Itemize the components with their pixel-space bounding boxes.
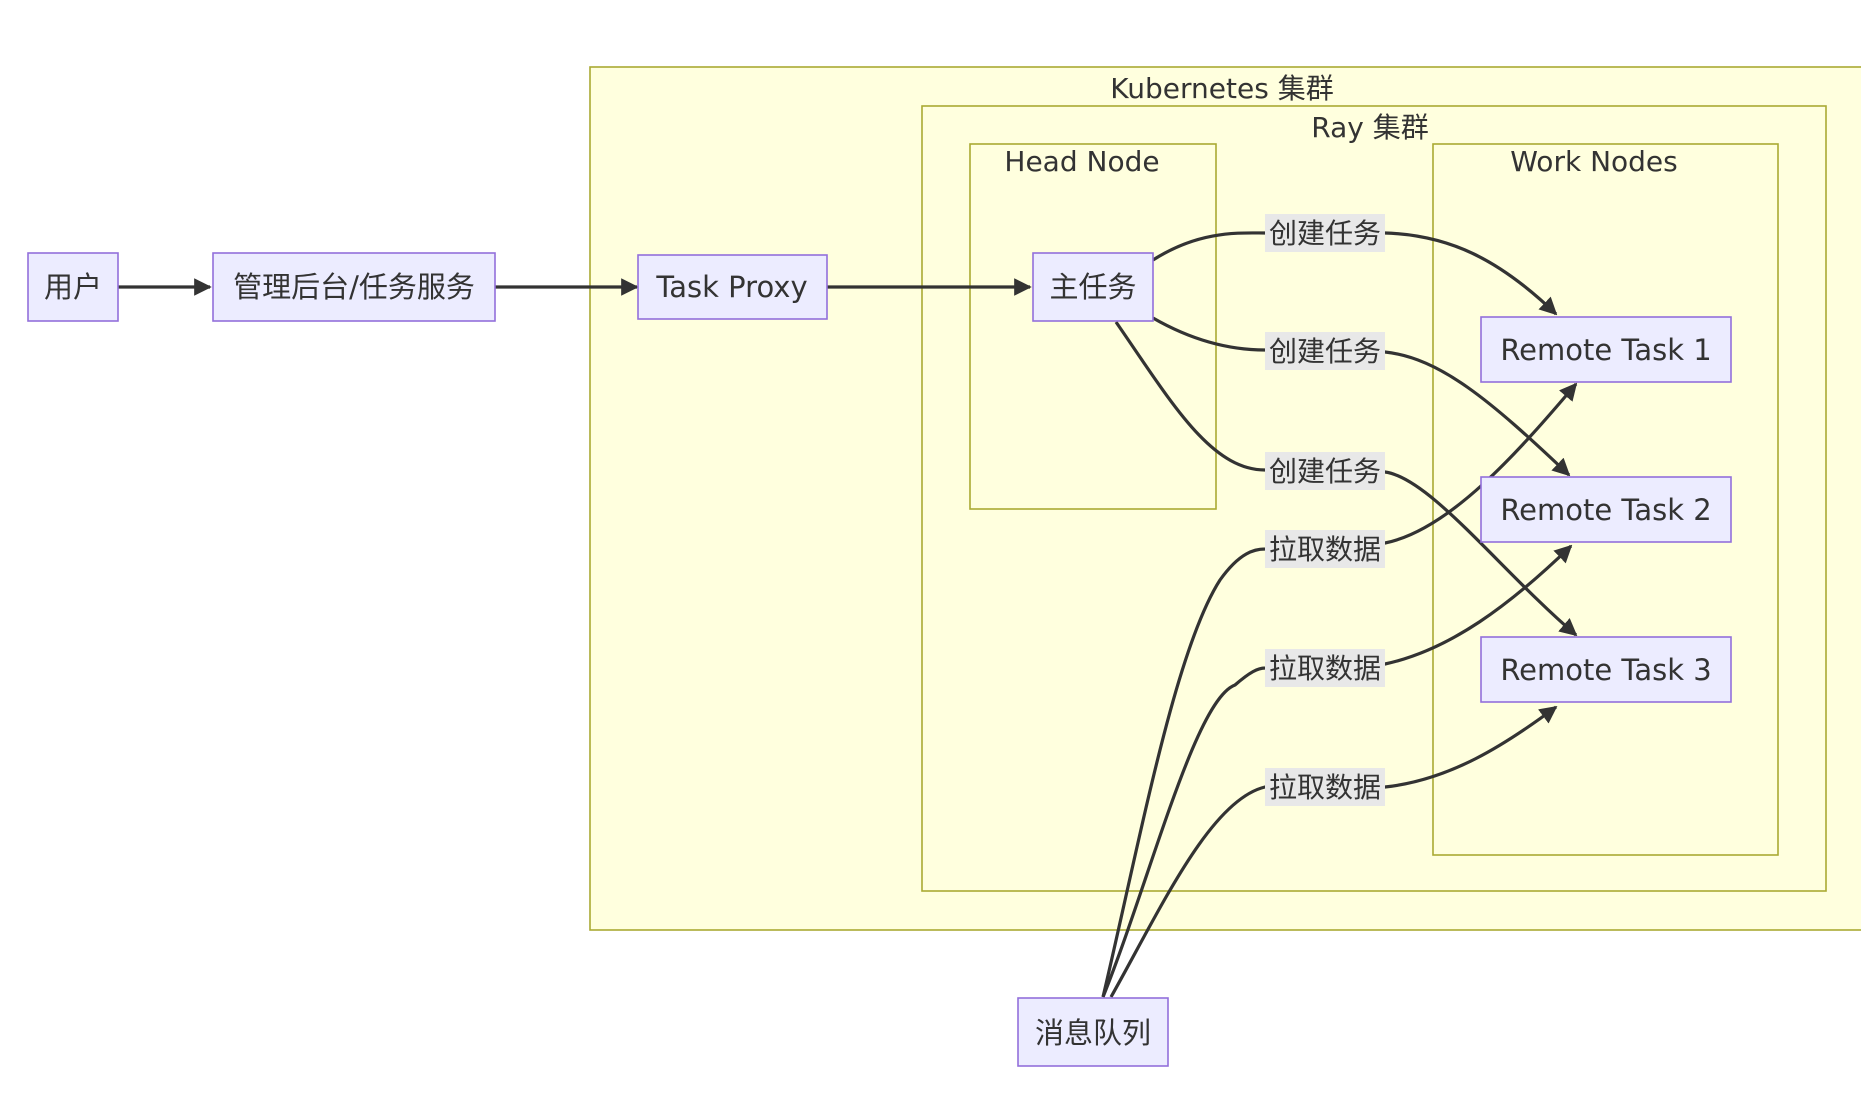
node-task-proxy[interactable]: Task Proxy bbox=[637, 254, 828, 320]
svg-text:拉取数据: 拉取数据 bbox=[1269, 533, 1381, 566]
node-user[interactable]: 用户 bbox=[27, 252, 119, 322]
node-message-queue-label: 消息队列 bbox=[1035, 1016, 1151, 1050]
edge-mq-to-rt3 bbox=[1109, 705, 1558, 998]
svg-text:创建任务: 创建任务 bbox=[1269, 335, 1381, 368]
edge-label-create-3: 创建任务 bbox=[1265, 452, 1385, 490]
ray-cluster-title: Ray 集群 bbox=[1311, 111, 1428, 144]
head-node-title: Head Node bbox=[1004, 145, 1159, 178]
kubernetes-cluster-title: Kubernetes 集群 bbox=[1110, 72, 1333, 105]
edge-mq-to-rt1 bbox=[1101, 382, 1578, 998]
edge-labels: 创建任务 创建任务 创建任务 拉取数据 拉取数据 拉取数据 bbox=[1265, 214, 1385, 806]
node-remote-task-2[interactable]: Remote Task 2 bbox=[1480, 476, 1732, 543]
edge-label-create-1: 创建任务 bbox=[1265, 214, 1385, 252]
node-admin-service-label: 管理后台/任务服务 bbox=[233, 270, 475, 304]
node-message-queue[interactable]: 消息队列 bbox=[1017, 997, 1169, 1067]
edge-label-pull-2: 拉取数据 bbox=[1265, 649, 1385, 687]
edge-label-pull-1: 拉取数据 bbox=[1265, 530, 1385, 568]
edge-label-pull-3: 拉取数据 bbox=[1265, 768, 1385, 806]
edge-mq-to-rt2 bbox=[1101, 544, 1573, 998]
svg-text:拉取数据: 拉取数据 bbox=[1269, 652, 1381, 685]
node-task-proxy-label: Task Proxy bbox=[655, 270, 807, 304]
edge-main-to-rt1 bbox=[1152, 231, 1558, 316]
node-remote-task-3[interactable]: Remote Task 3 bbox=[1480, 636, 1732, 703]
node-main-task-label: 主任务 bbox=[1049, 270, 1136, 304]
svg-text:拉取数据: 拉取数据 bbox=[1269, 771, 1381, 804]
head-node-cluster: Head Node bbox=[969, 143, 1217, 510]
svg-text:创建任务: 创建任务 bbox=[1269, 455, 1381, 488]
node-remote-task-3-label: Remote Task 3 bbox=[1500, 653, 1711, 687]
svg-text:创建任务: 创建任务 bbox=[1269, 217, 1381, 250]
edges bbox=[118, 231, 1578, 998]
node-user-label: 用户 bbox=[44, 270, 102, 304]
edge-label-create-2: 创建任务 bbox=[1265, 332, 1385, 370]
node-remote-task-1-label: Remote Task 1 bbox=[1500, 333, 1711, 367]
node-remote-task-1[interactable]: Remote Task 1 bbox=[1480, 316, 1732, 383]
node-main-task[interactable]: 主任务 bbox=[1032, 252, 1154, 322]
node-remote-task-2-label: Remote Task 2 bbox=[1500, 493, 1711, 527]
work-nodes-title: Work Nodes bbox=[1510, 145, 1677, 178]
node-admin-service[interactable]: 管理后台/任务服务 bbox=[212, 252, 496, 322]
edge-main-to-rt2 bbox=[1152, 316, 1571, 477]
